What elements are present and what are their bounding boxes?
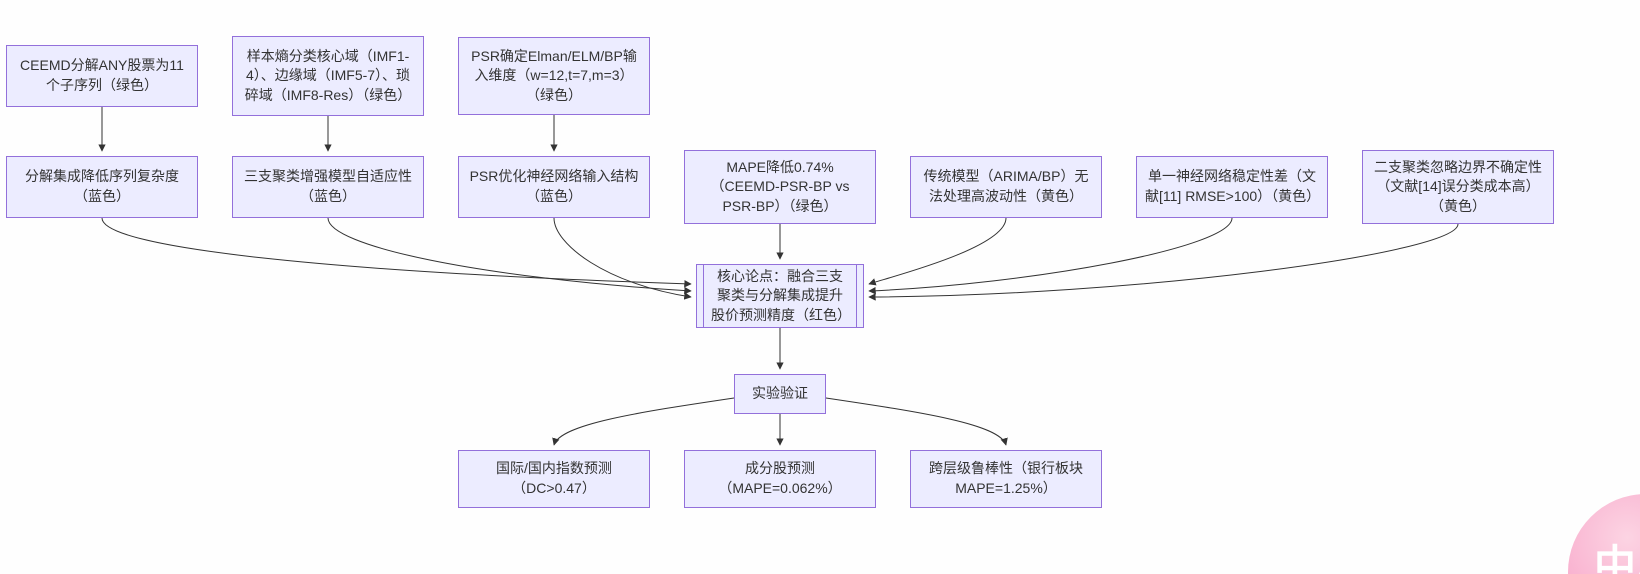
node-mape-evidence: MAPE降低0.74%（CEEMD-PSR-BP vs PSR-BP）（绿色） — [684, 150, 876, 224]
node-cross-level-robustness: 跨层级鲁棒性（银行板块MAPE=1.25%） — [910, 450, 1102, 508]
arrow-arima-to-core — [868, 217, 1007, 286]
node-label: 国际/国内指数预测（DC>0.47） — [496, 460, 612, 496]
node-label: 跨层级鲁棒性（银行板块MAPE=1.25%） — [929, 460, 1083, 496]
node-ceemd-decompose: CEEMD分解ANY股票为11个子序列（绿色） — [6, 45, 198, 107]
arrow-psrbenefit-to-core — [553, 217, 692, 300]
arrow-cluster-to-core — [327, 217, 692, 295]
node-label: 单一神经网络稳定性差（文献[11] RMSE>100）（黄色） — [1145, 168, 1321, 204]
node-label: MAPE降低0.74%（CEEMD-PSR-BP vs PSR-BP）（绿色） — [710, 158, 850, 214]
node-label: 三支聚类增强模型自适应性（蓝色） — [244, 168, 412, 204]
arrow-twoway-to-core — [868, 223, 1459, 301]
arrow-experiment-to-index — [552, 397, 735, 446]
node-label: CEEMD分解ANY股票为11个子序列（绿色） — [20, 57, 184, 93]
translate-button[interactable]: 中A — [1568, 494, 1640, 574]
node-sample-entropy: 样本熵分类核心域（IMF1-4）、边缘域（IMF5-7）、琐碎域（IMF8-Re… — [232, 36, 424, 116]
node-label: 核心论点：融合三支聚类与分解集成提升股价预测精度（红色） — [711, 267, 851, 323]
node-label: 分解集成降低序列复杂度（蓝色） — [25, 168, 179, 204]
arrow-experiment-to-robustness — [825, 397, 1008, 446]
node-label: 样本熵分类核心域（IMF1-4）、边缘域（IMF5-7）、琐碎域（IMF8-Re… — [244, 47, 412, 103]
node-label: PSR优化神经网络输入结构（蓝色） — [469, 168, 639, 204]
node-label: 实验验证 — [752, 385, 808, 402]
node-twoway-cluster-limit: 二支聚类忽略边界不确定性（文献[14]误分类成本高）（黄色） — [1362, 150, 1554, 224]
node-psr-dimension: PSR确定Elman/ELM/BP输入维度（w=12,t=7,m=3）（绿色） — [458, 37, 650, 115]
translate-button-label: 中A — [1594, 542, 1640, 574]
arrow-nnlimit-to-core — [868, 217, 1233, 295]
node-label: 传统模型（ARIMA/BP）无法处理高波动性（黄色） — [923, 168, 1089, 204]
node-label: 二支聚类忽略边界不确定性（文献[14]误分类成本高）（黄色） — [1374, 158, 1542, 214]
node-label: 成分股预测（MAPE=0.062%） — [718, 460, 842, 496]
node-single-nn-limit: 单一神经网络稳定性差（文献[11] RMSE>100）（黄色） — [1136, 156, 1328, 218]
node-threeway-cluster-benefit: 三支聚类增强模型自适应性（蓝色） — [232, 156, 424, 218]
node-experiment-validation: 实验验证 — [734, 374, 826, 414]
node-psr-benefit: PSR优化神经网络输入结构（蓝色） — [458, 156, 650, 218]
node-core-thesis: 核心论点：融合三支聚类与分解集成提升股价预测精度（红色） — [696, 264, 864, 328]
node-index-prediction: 国际/国内指数预测（DC>0.47） — [458, 450, 650, 508]
node-label: PSR确定Elman/ELM/BP输入维度（w=12,t=7,m=3）（绿色） — [471, 47, 637, 103]
node-stock-prediction: 成分股预测（MAPE=0.062%） — [684, 450, 876, 508]
node-decomposition-benefit: 分解集成降低序列复杂度（蓝色） — [6, 156, 198, 218]
arrow-decomp-to-core — [101, 217, 692, 288]
node-traditional-model-limit: 传统模型（ARIMA/BP）无法处理高波动性（黄色） — [910, 156, 1102, 218]
